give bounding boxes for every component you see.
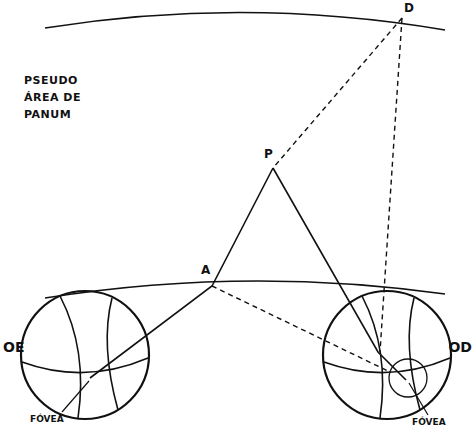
- near-arc: [45, 281, 445, 298]
- fovea-label: FÓVEA: [30, 415, 64, 425]
- dashed-line: [380, 18, 402, 352]
- sight-line-right: [273, 168, 406, 380]
- dashed-line: [212, 286, 390, 372]
- leader-line: [409, 383, 428, 415]
- fovea-label: FÓVEA: [412, 418, 446, 428]
- left-eye-meridian: [60, 296, 81, 418]
- right-eye: [323, 291, 451, 419]
- left-eye-meridian: [107, 298, 118, 410]
- right-eye-meridian: [362, 296, 383, 418]
- region-label: PSEUDO ÁREA DE PANUM: [24, 72, 100, 123]
- point-label: A: [201, 264, 210, 277]
- eye-label: OE: [3, 340, 24, 355]
- far-arc: [45, 12, 445, 30]
- point-label: P: [264, 148, 273, 161]
- left-eye: [21, 291, 149, 419]
- left-eye-equator: [22, 358, 148, 373]
- sight-line-left: [90, 168, 273, 378]
- right-fovea-zone: [389, 359, 427, 397]
- dashed-line: [273, 18, 402, 168]
- point-label: D: [404, 2, 414, 15]
- eye-label: OD: [448, 340, 472, 355]
- leader-line: [62, 381, 89, 412]
